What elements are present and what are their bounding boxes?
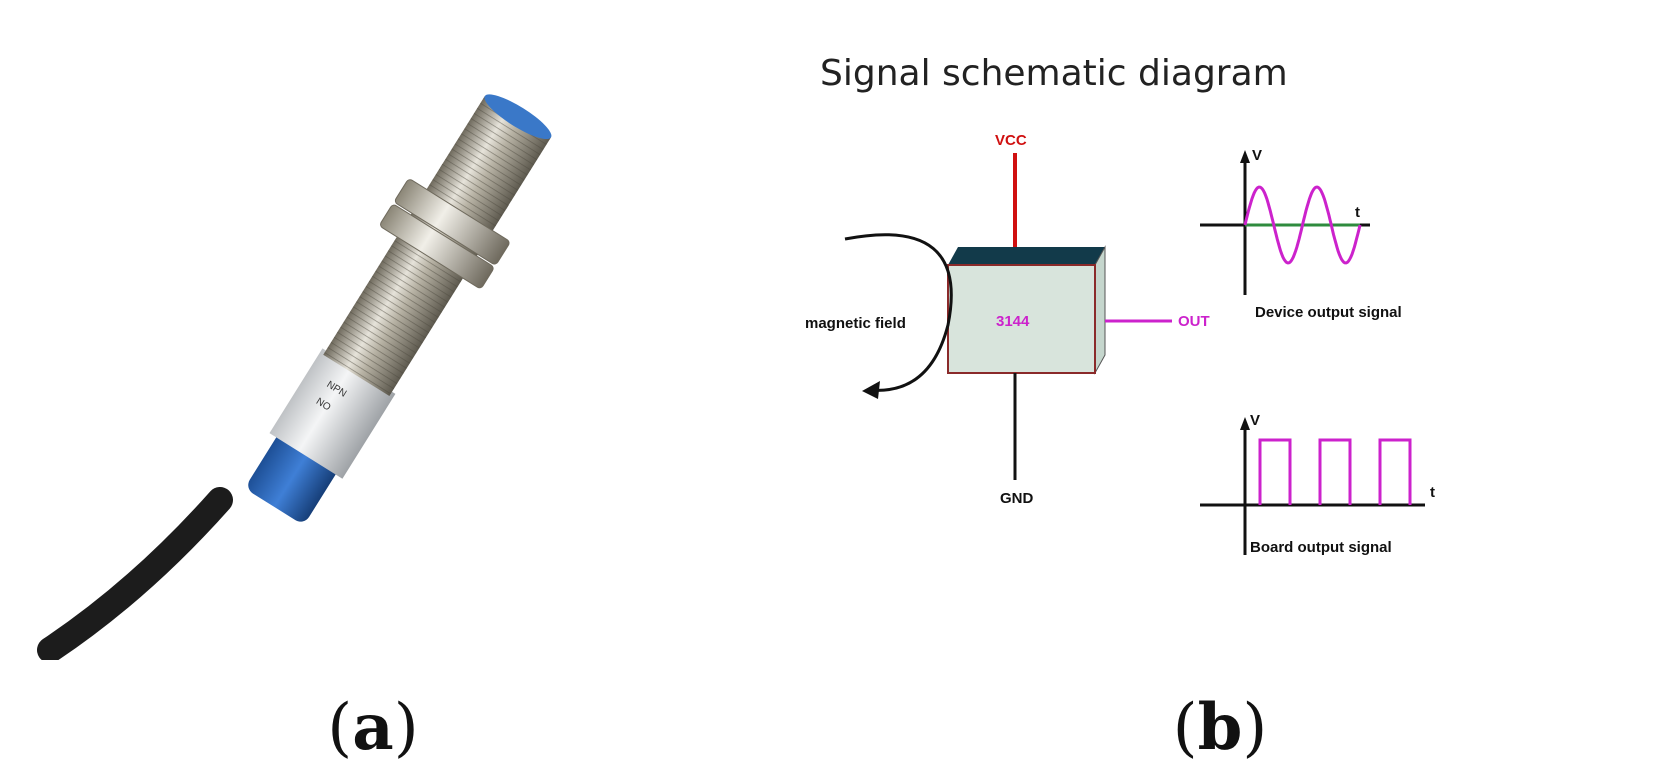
chip-top [948,247,1105,265]
panel-b-caption: (b) [1172,690,1268,765]
panel-a-caption: (a) [327,690,419,765]
panel-b-letter: b [1197,690,1243,765]
proximity-sensor-photo: NPN NO [30,30,710,660]
panel-a-letter: a [352,690,394,765]
signal-schematic-diagram: Signal schematic diagram VCC 3144 OUT GN… [800,25,1620,615]
device-axis-y: V [1252,147,1262,164]
board-output-plot: V t Board output signal [1200,412,1435,556]
arrow-head-icon [862,381,880,399]
field-label: magnetic field [805,315,906,332]
chip-side [1094,245,1106,375]
chip-label: 3144 [996,313,1030,330]
device-axis-x: t [1355,204,1360,221]
chip-body [947,264,1096,374]
gnd-label: GND [1000,490,1034,507]
vcc-label: VCC [995,132,1027,149]
board-caption: Board output signal [1250,539,1392,556]
device-caption: Device output signal [1255,304,1402,321]
board-axis-x: t [1430,484,1435,501]
diagram-title: Signal schematic diagram [820,53,1288,94]
device-output-plot: V t Device output signal [1200,147,1402,321]
board-axis-y: V [1250,412,1260,429]
out-label: OUT [1178,313,1210,330]
magnetic-field-arc [844,233,953,392]
